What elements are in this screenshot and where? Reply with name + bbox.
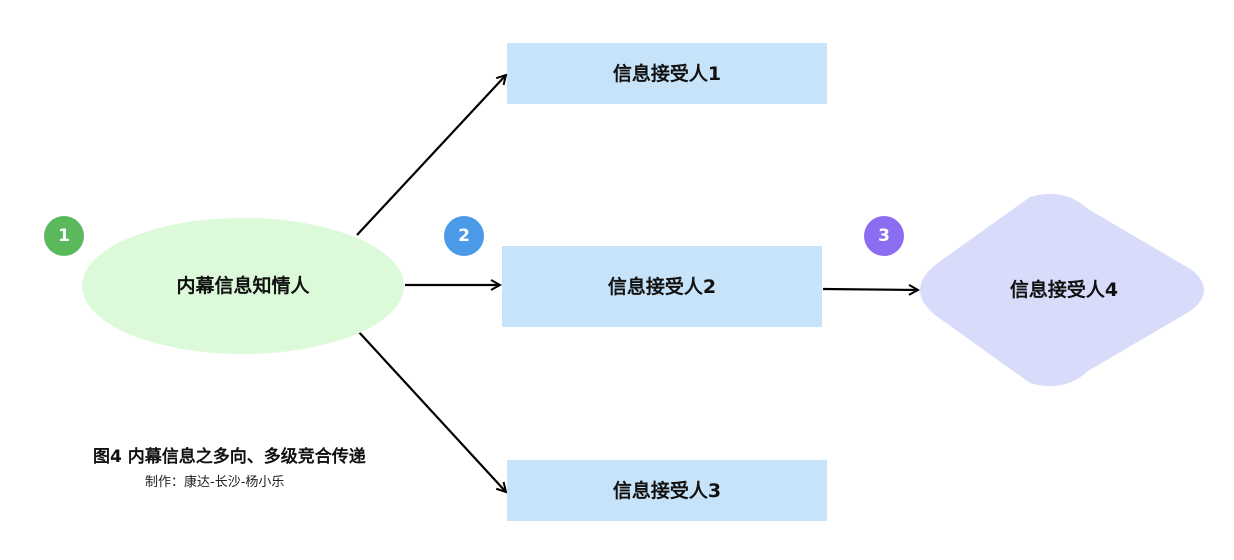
node-receiver1: 信息接受人1: [507, 43, 827, 104]
node-receiver3: 信息接受人3: [507, 460, 827, 521]
step-badge-2: 2: [444, 216, 484, 256]
step-badge-1: 1: [44, 216, 84, 256]
node-receiver2-label: 信息接受人2: [608, 275, 716, 298]
node-receiver2: 信息接受人2: [502, 246, 822, 327]
edge-insider-to-receiver3: [356, 329, 506, 492]
node-receiver3-label: 信息接受人3: [613, 479, 721, 502]
step-badge-3-label: 3: [878, 226, 890, 246]
figure-caption-title: 图4 内幕信息之多向、多级竞合传递: [93, 447, 366, 467]
figure-caption-credit: 制作：康达-长沙-杨小乐: [145, 475, 285, 490]
step-badge-1-label: 1: [58, 226, 70, 246]
node-insider: 内幕信息知情人: [82, 218, 404, 354]
node-receiver4-label: 信息接受人4: [1010, 278, 1118, 301]
step-badge-2-label: 2: [458, 226, 470, 246]
node-receiver4: 信息接受人4: [920, 193, 1204, 387]
edge-insider-to-receiver1: [356, 75, 506, 236]
node-receiver1-label: 信息接受人1: [613, 62, 721, 85]
node-insider-label: 内幕信息知情人: [176, 274, 310, 297]
edge-receiver2-to-receiver4: [822, 289, 918, 290]
step-badge-3: 3: [864, 216, 904, 256]
